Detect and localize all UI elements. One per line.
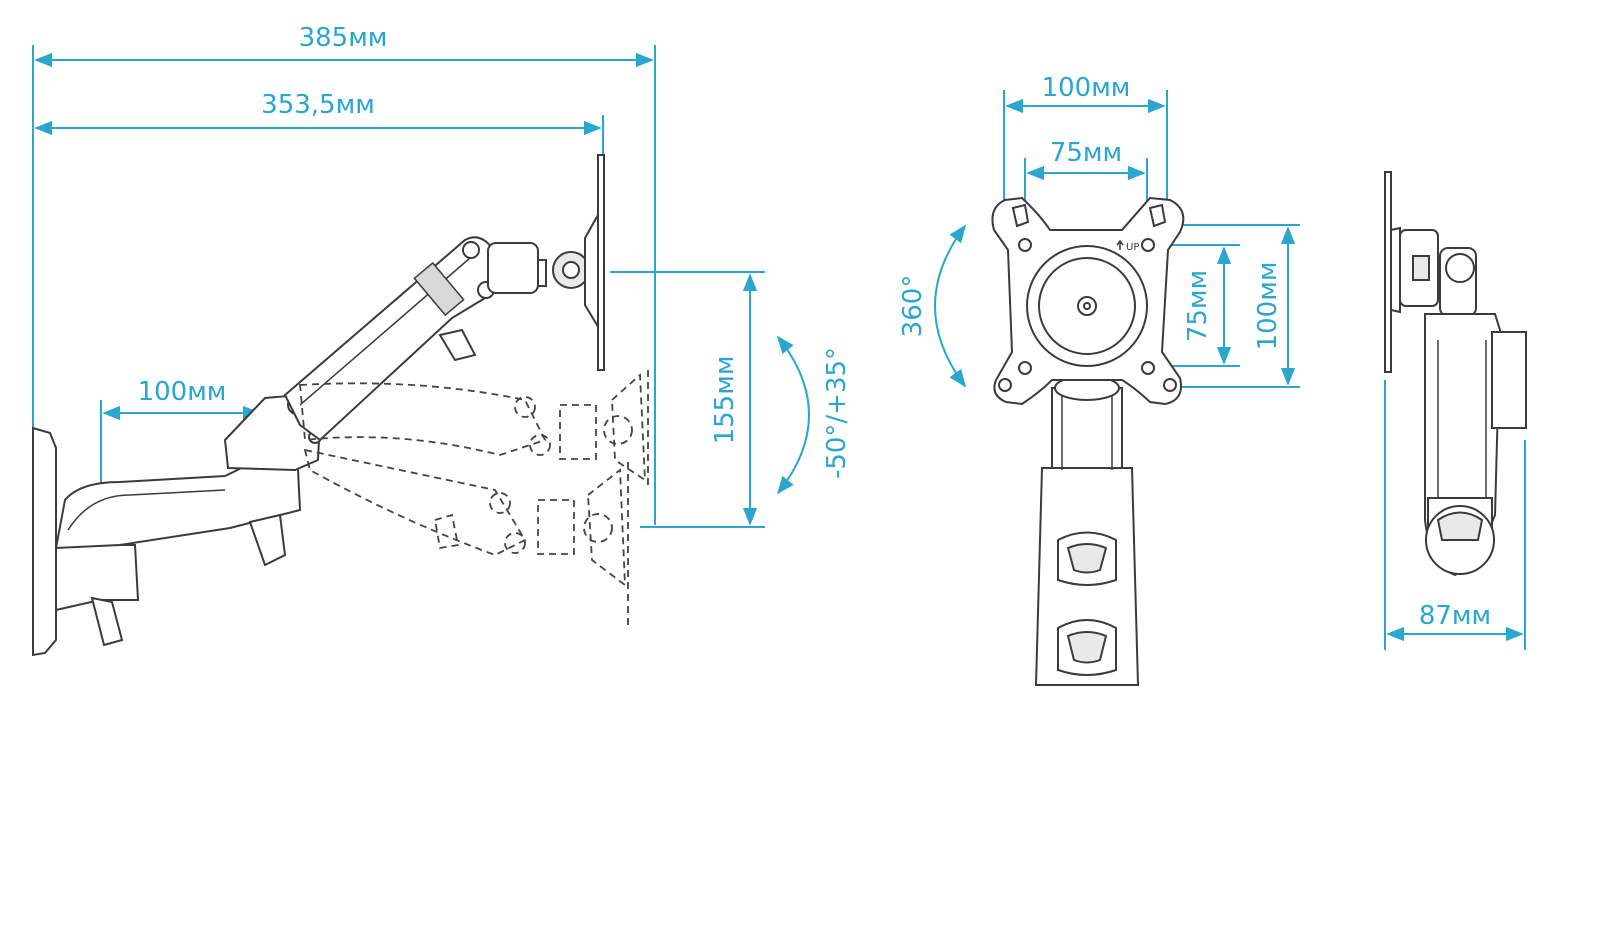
total-width-label: 385мм [299,23,388,53]
monitor-plate-solid [597,154,605,371]
tilt-arc [776,335,810,495]
vesa75-vertical-label: 75мм [1183,270,1213,342]
upper-arm-ghost-middle [299,370,649,485]
rotation-arc [934,224,967,388]
profile-view: 87мм [1384,171,1527,650]
wall-plate [32,426,140,657]
side-view: 385мм 353,5мм 100мм 155мм -50°/+35° [32,23,852,657]
vesa100-vertical-label: 100мм [1253,262,1283,351]
up-mark: UP [1126,242,1139,253]
vesa75-horizontal-label: 75мм [1050,138,1122,168]
front-view: 100мм 75мм 75мм 100мм 360° [898,73,1300,686]
upper-arm-solid [283,236,495,442]
lower-arm [54,448,302,567]
tilt-range-label: -50°/+35° [822,347,852,479]
rotation-label: 360° [898,275,928,338]
up-arrow-icon [1116,239,1124,250]
vesa100-horizontal-label: 100мм [1042,73,1131,103]
upper-arm-ghost-lower [303,448,629,625]
depth-label: 87мм [1419,601,1491,631]
tilt-head-solid [487,211,602,334]
vesa-plate: UP [991,196,1185,406]
wall-offset-label: 100мм [138,377,227,407]
arm-reach-label: 353,5мм [261,90,375,120]
vertical-travel-label: 155мм [710,356,740,445]
front-arm-body [1034,375,1140,686]
